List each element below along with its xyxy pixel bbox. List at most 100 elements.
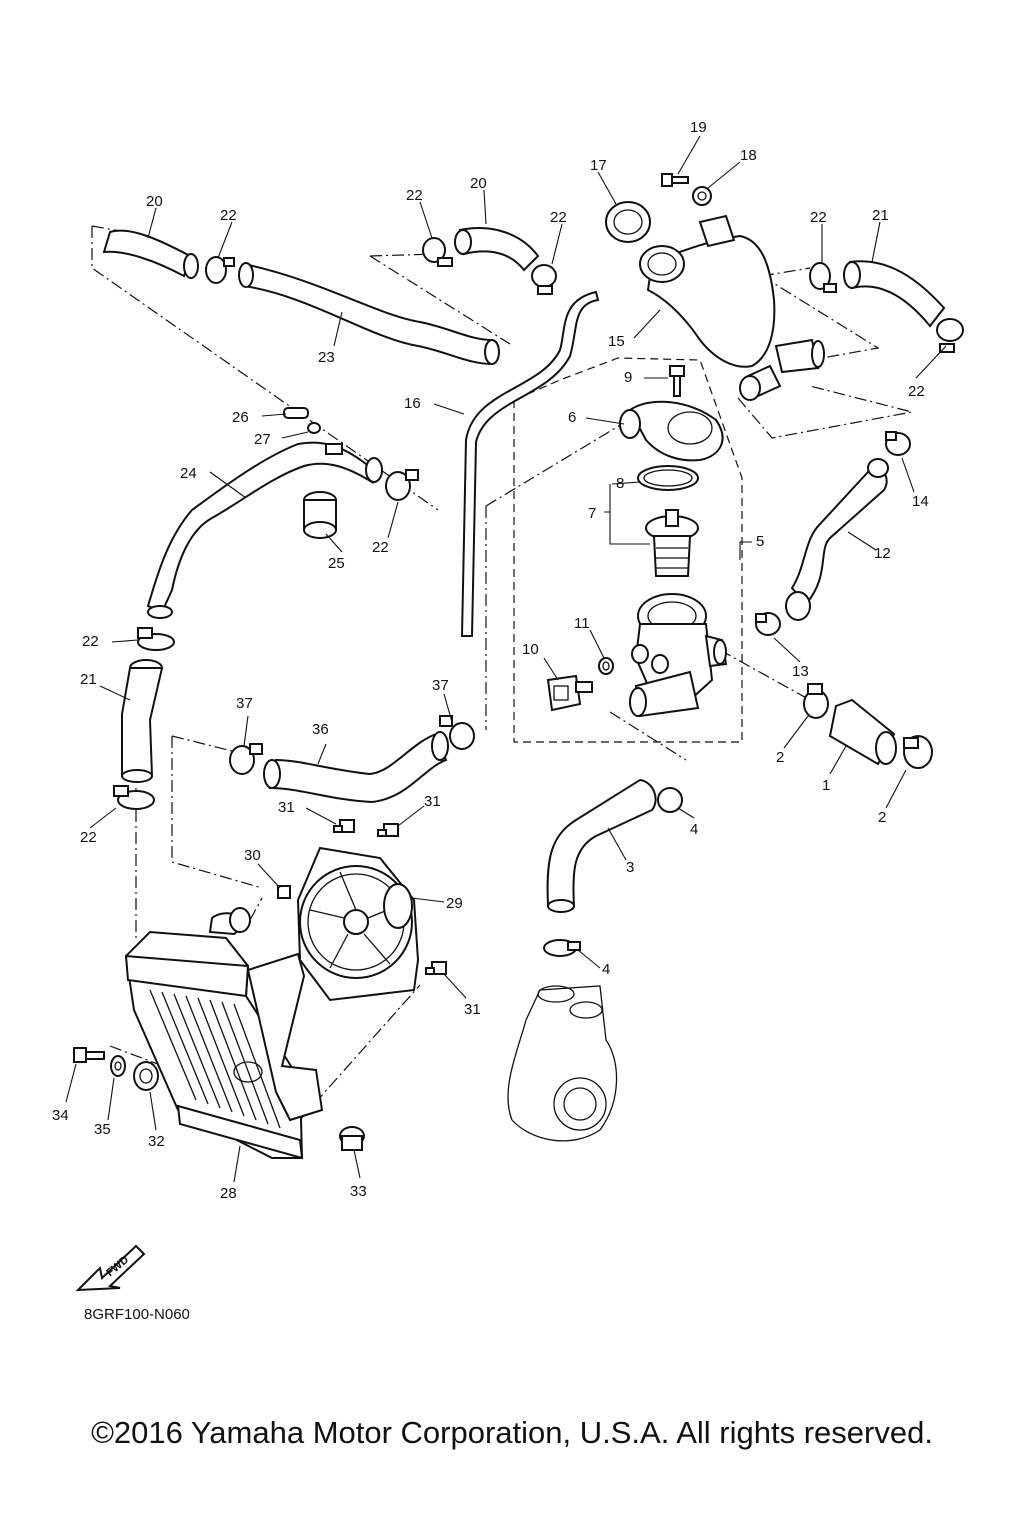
callout-26: 26 — [232, 409, 249, 426]
copyright-notice: ©2016 Yamaha Motor Corporation, U.S.A. A… — [91, 1415, 933, 1450]
callout-32: 32 — [148, 1133, 165, 1150]
callout-30: 30 — [244, 847, 261, 864]
hose-clamp-4-lower — [543, 939, 581, 957]
callout-22-a: 22 — [220, 207, 237, 224]
radiator-28 — [124, 907, 324, 1160]
callout-15: 15 — [608, 333, 625, 350]
callout-25: 25 — [328, 555, 345, 572]
callout-37-left: 37 — [236, 695, 253, 712]
callout-34: 34 — [52, 1107, 69, 1124]
callout-22-d: 22 — [810, 209, 827, 226]
hose-23 — [238, 262, 500, 366]
hose-clamp-22-e — [936, 318, 964, 353]
clip-27 — [307, 422, 321, 434]
hose-clamp-2-upper — [803, 683, 829, 719]
hose-24 — [146, 441, 383, 619]
callout-7: 7 — [588, 505, 596, 522]
callout-numbers: 19 18 17 20 22 20 22 22 22 21 15 23 9 22… — [52, 119, 929, 1202]
callout-19: 19 — [690, 119, 707, 136]
hose-36 — [263, 731, 449, 804]
o-ring-8 — [637, 465, 699, 491]
callout-10: 10 — [522, 641, 539, 658]
screw-31-top-right — [377, 823, 399, 837]
callout-21-right: 21 — [872, 207, 889, 224]
callout-6: 6 — [568, 409, 576, 426]
callout-13: 13 — [792, 663, 809, 680]
callout-12: 12 — [874, 545, 891, 562]
hose-clamp-37-left — [229, 743, 263, 775]
callout-31-bottom: 31 — [464, 1001, 481, 1018]
forward-direction-arrow: FWD — [75, 1244, 146, 1292]
callout-20-left: 20 — [146, 193, 163, 210]
hose-clamp-22-g — [137, 627, 175, 651]
hose-20-left — [102, 229, 199, 279]
hose-clamp-22-f — [385, 469, 419, 501]
callout-8: 8 — [616, 475, 624, 492]
bolt-34 — [73, 1047, 105, 1063]
hose-3 — [546, 778, 657, 913]
bolt-9 — [669, 365, 685, 397]
thermostat-housing-5 — [629, 593, 728, 718]
plug-26 — [283, 407, 309, 419]
callout-1: 1 — [822, 777, 830, 794]
callout-9: 9 — [624, 369, 632, 386]
screw-31-bottom — [425, 961, 447, 975]
callout-16: 16 — [404, 395, 421, 412]
hose-clamp-2-lower — [903, 735, 933, 769]
callout-36: 36 — [312, 721, 329, 738]
hose-clamp-4-upper — [657, 787, 683, 813]
callout-31-top-right: 31 — [424, 793, 441, 810]
screw-31-top-left — [333, 819, 355, 833]
assembly-guide-lines — [91, 225, 913, 1121]
hose-21-left — [121, 659, 164, 783]
callout-22-h: 22 — [80, 829, 97, 846]
hose-clamp-22-d — [809, 262, 837, 293]
cap-25 — [303, 491, 337, 539]
callout-37-right: 37 — [432, 677, 449, 694]
fan-motor-29 — [296, 846, 420, 1002]
hose-20-middle — [454, 227, 540, 272]
breather-hose-16 — [460, 290, 600, 637]
callout-23: 23 — [318, 349, 335, 366]
thermostat-7 — [645, 509, 699, 577]
callout-5: 5 — [756, 533, 764, 550]
callout-2-upper: 2 — [776, 749, 784, 766]
hose-clamp-14 — [885, 431, 911, 456]
callout-14: 14 — [912, 493, 929, 510]
callout-29: 29 — [446, 895, 463, 912]
callout-18: 18 — [740, 147, 757, 164]
callout-20-middle: 20 — [470, 175, 487, 192]
callout-11: 11 — [574, 615, 590, 632]
callout-22-e: 22 — [908, 383, 925, 400]
hose-clamp-22-a — [205, 256, 235, 284]
grommet-32 — [133, 1061, 159, 1091]
callout-4-lower: 4 — [602, 961, 610, 978]
hose-21-right — [843, 260, 946, 328]
bolt-19 — [661, 173, 689, 187]
callout-35: 35 — [94, 1121, 111, 1138]
washer-35 — [110, 1055, 126, 1077]
callout-leader-lines — [65, 135, 947, 1183]
callout-31-top-left: 31 — [278, 799, 295, 816]
radiator-cap-17 — [605, 201, 651, 243]
callout-22-c: 22 — [550, 209, 567, 226]
gasket-11 — [598, 657, 614, 675]
callout-33: 33 — [350, 1183, 367, 1200]
hose-1 — [828, 698, 897, 766]
water-pump-housing — [507, 985, 618, 1142]
diagram-code: 8GRF100-N060 — [84, 1306, 190, 1323]
hose-clamp-13 — [755, 612, 781, 636]
thermostat-cover-6 — [619, 400, 724, 462]
hose-clamp-22-h — [113, 785, 155, 810]
callout-22-f: 22 — [372, 539, 389, 556]
callout-21-left: 21 — [80, 671, 97, 688]
callout-22-b: 22 — [406, 187, 423, 204]
callout-22-g: 22 — [82, 633, 99, 650]
callout-28: 28 — [220, 1185, 237, 1202]
callout-4-upper: 4 — [690, 821, 698, 838]
reservoir-tank-15 — [639, 214, 825, 401]
temperature-sensor-10 — [546, 674, 593, 712]
hose-clamp-22-b — [422, 237, 453, 267]
hose-12 — [785, 458, 889, 621]
